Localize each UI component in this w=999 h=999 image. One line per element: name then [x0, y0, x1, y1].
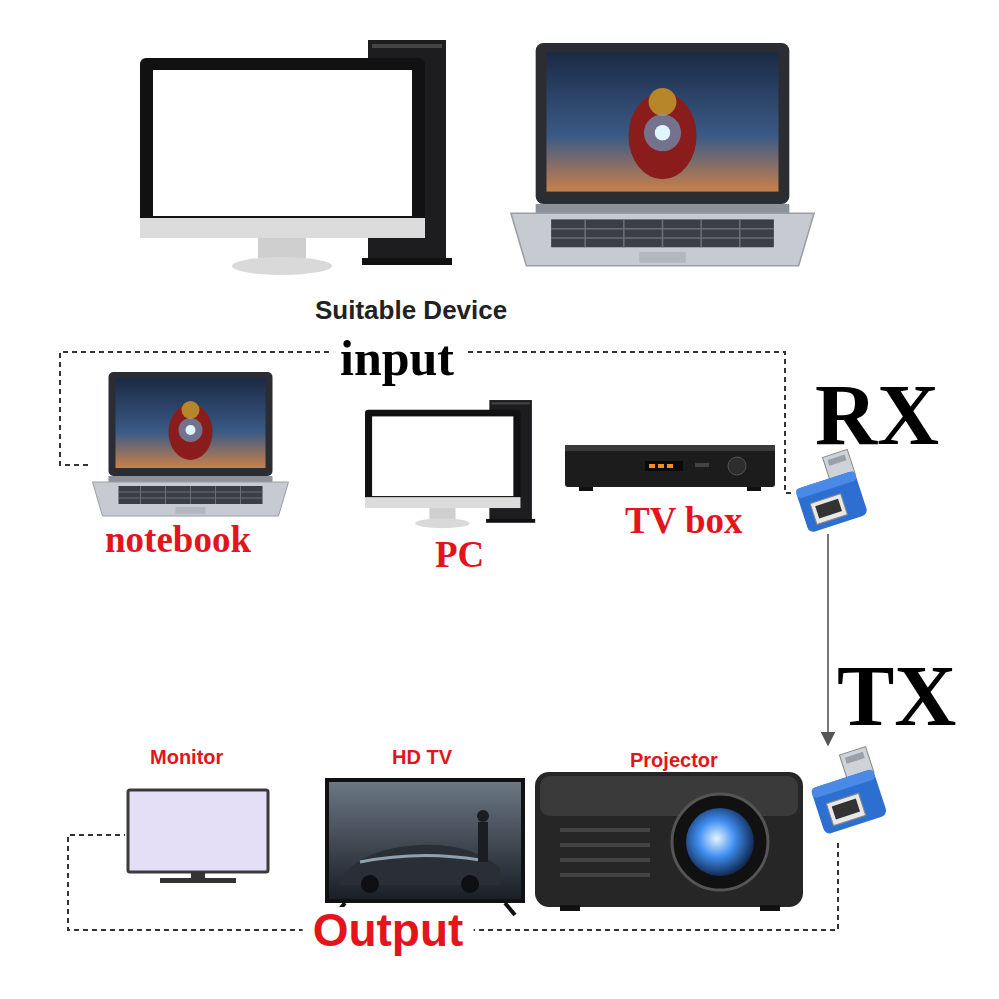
adapter-node: RX — [795, 452, 944, 534]
group-label: input — [330, 333, 464, 383]
group-label: Output — [303, 907, 474, 953]
caption-text: Suitable Device — [315, 297, 507, 323]
tx-adapter — [803, 747, 887, 835]
pc-icon — [365, 400, 535, 528]
device-label: notebook — [105, 521, 251, 558]
device-node: notebook — [88, 368, 303, 563]
device-label: Monitor — [150, 747, 223, 767]
notebook-icon — [93, 372, 289, 516]
device-label: Projector — [630, 750, 718, 770]
hd-tv-icon — [325, 778, 525, 915]
rx-adapter — [788, 449, 868, 533]
device-label: PC — [435, 536, 484, 573]
adapter-node: TX — [805, 745, 961, 843]
device-node: PC — [362, 398, 547, 577]
device-label: TV box — [625, 502, 743, 539]
desktop-pc — [140, 40, 452, 275]
device-node: TV box — [560, 440, 780, 550]
device-node: HD TV — [322, 745, 528, 910]
device-node: Monitor — [125, 745, 273, 890]
laptop — [511, 43, 814, 266]
device-label: TX — [837, 653, 956, 739]
device-label: RX — [815, 372, 939, 458]
tv-box-icon — [565, 445, 775, 491]
device-node: Projector — [532, 748, 804, 908]
signal-arrow — [827, 534, 829, 745]
projector-icon — [535, 772, 803, 911]
device-label: HD TV — [392, 747, 452, 767]
monitor-icon — [128, 790, 268, 883]
